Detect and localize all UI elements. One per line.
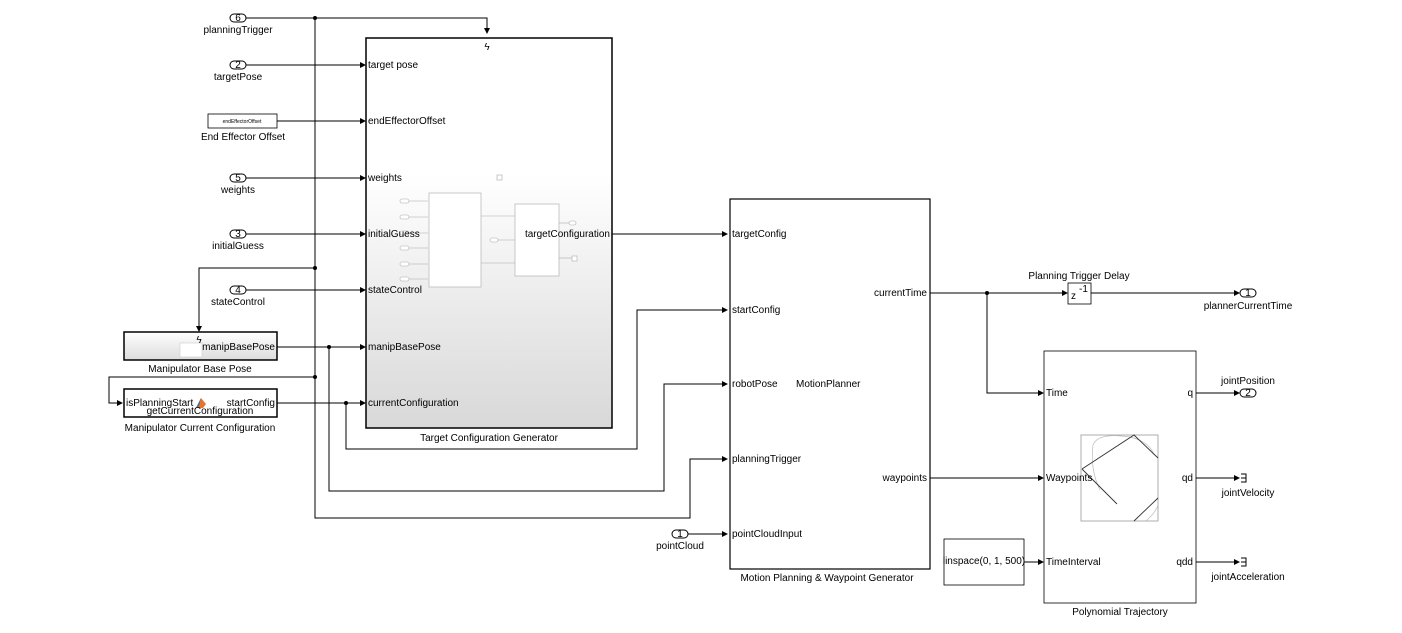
port-label: jointPosition [1220, 376, 1275, 387]
branch-point [313, 16, 317, 20]
port-number: 5 [235, 173, 241, 184]
branch-point [985, 291, 989, 295]
output-port-label: qdd [1176, 557, 1193, 568]
input-port-label: stateControl [368, 285, 422, 296]
inport-initial-guess[interactable]: 3 initialGuess [212, 229, 264, 252]
port-label: weights [220, 185, 255, 196]
branch-point [327, 345, 331, 349]
function-name: getCurrentConfiguration [147, 406, 254, 417]
target-configuration-generator-block[interactable]: ϟ target pose endEffectorOffset weights [365, 37, 613, 444]
wire-start-config-to-planner[interactable] [345, 307, 728, 450]
input-port-label: currentConfiguration [368, 398, 459, 409]
block-label: Polynomial Trajectory [1072, 607, 1168, 618]
inport-state-control[interactable]: 4 stateControl [211, 285, 265, 308]
terminator-icon [1241, 557, 1247, 567]
terminator-joint-velocity[interactable]: jointVelocity [1221, 473, 1275, 499]
port-label: stateControl [211, 297, 265, 308]
output-port-label: qd [1182, 473, 1193, 484]
trigger-icon: ϟ [484, 42, 490, 53]
port-number: 6 [235, 13, 241, 24]
port-number: 1 [1245, 288, 1251, 299]
input-port-label: planningTrigger [732, 454, 802, 465]
inport-weights[interactable]: 5 weights [220, 173, 255, 196]
inport-target-pose[interactable]: 2 targetPose [214, 60, 263, 83]
port-number: 4 [235, 285, 241, 296]
wire-trigger-to-base-pose[interactable] [196, 267, 315, 332]
linspace-constant-block[interactable]: linspace(0, 1, 500) [943, 538, 1025, 586]
input-port-label: robotPose [732, 379, 778, 390]
trigger-icon: ϟ [196, 335, 202, 346]
input-port-label: Waypoints [1046, 473, 1092, 484]
port-number: 3 [235, 229, 241, 240]
input-port-label: TimeInterval [1046, 557, 1101, 568]
block-label: Motion Planning & Waypoint Generator [740, 573, 914, 584]
block-label: Manipulator Base Pose [148, 364, 252, 375]
constant-value: endEffectorOffset [223, 119, 262, 125]
polynomial-trajectory-block[interactable]: Time Waypoints TimeInterval q qd qdd Pol… [1043, 350, 1197, 618]
output-port-label: q [1187, 388, 1193, 399]
inport-planning-trigger[interactable]: 6 planningTrigger [203, 13, 273, 36]
terminator-label: jointVelocity [1221, 488, 1275, 499]
subsystem-preview [399, 174, 578, 288]
block-label: Target Configuration Generator [420, 433, 559, 444]
input-port-label: Time [1046, 388, 1068, 399]
terminator-joint-acceleration[interactable]: jointAcceleration [1210, 557, 1285, 583]
branch-point [344, 401, 348, 405]
port-label: targetPose [214, 72, 263, 83]
planning-trigger-delay-block[interactable]: z -1 Planning Trigger Delay [1028, 271, 1130, 305]
delay-symbol: z [1071, 291, 1076, 302]
delay-exponent: -1 [1079, 284, 1088, 295]
terminator-label: jointAcceleration [1210, 572, 1284, 583]
signal-lines [108, 16, 1240, 565]
wire-base-pose-to-robot-pose[interactable] [328, 347, 728, 492]
port-label: plannerCurrentTime [1204, 301, 1293, 312]
block-name: MotionPlanner [796, 379, 861, 390]
branch-point [313, 375, 317, 379]
inport-point-cloud[interactable]: 1 pointCloud [656, 529, 704, 552]
outport-planner-current-time[interactable]: 1 plannerCurrentTime [1204, 288, 1293, 312]
constant-value: linspace(0, 1, 500) [943, 556, 1025, 567]
manipulator-current-configuration-block[interactable]: isPlanningStart startConfig getCurrentCo… [123, 388, 278, 434]
input-port-label: initialGuess [368, 229, 420, 240]
trajectory-plot-icon [1080, 434, 1159, 522]
block-label: Planning Trigger Delay [1028, 271, 1129, 282]
input-port-label: pointCloudInput [732, 529, 802, 540]
branch-point [313, 266, 317, 270]
block-label: End Effector Offset [201, 132, 285, 143]
wire-trigger-to-current-config[interactable] [108, 376, 315, 406]
input-port-label: endEffectorOffset [368, 116, 446, 127]
wire-planning-trigger-to-tcg[interactable] [246, 17, 490, 34]
manipulator-base-pose-block[interactable]: ϟ manipBasePose Manipulator Base Pose [123, 331, 278, 375]
output-port-label: manipBasePose [202, 342, 275, 353]
output-port-label: waypoints [882, 473, 927, 484]
port-number: 1 [677, 529, 683, 540]
input-port-label: manipBasePose [368, 342, 441, 353]
input-port-label: isPlanningStart [126, 398, 193, 409]
input-port-label: target pose [368, 60, 418, 71]
output-port-label: startConfig [227, 398, 275, 409]
wire-current-time-to-time[interactable] [986, 293, 1044, 396]
input-port-label: weights [367, 173, 402, 184]
output-port-label: targetConfiguration [525, 229, 610, 240]
terminator-icon [1241, 473, 1247, 483]
port-number: 2 [1245, 388, 1251, 399]
block-label: Manipulator Current Configuration [125, 423, 276, 434]
output-port-label: currentTime [874, 288, 927, 299]
port-label: pointCloud [656, 541, 704, 552]
input-port-label: targetConfig [732, 229, 786, 240]
input-port-label: startConfig [732, 305, 780, 316]
wire-planning-trigger-to-planner[interactable] [314, 18, 728, 519]
port-label: planningTrigger [203, 25, 273, 36]
outport-joint-position[interactable]: 2 jointPosition [1220, 376, 1275, 399]
end-effector-offset-block[interactable]: endEffectorOffset End Effector Offset [201, 113, 285, 143]
port-number: 2 [235, 60, 241, 71]
port-label: initialGuess [212, 241, 264, 252]
motion-planning-waypoint-generator-block[interactable]: targetConfig startConfig robotPose plann… [729, 198, 931, 584]
